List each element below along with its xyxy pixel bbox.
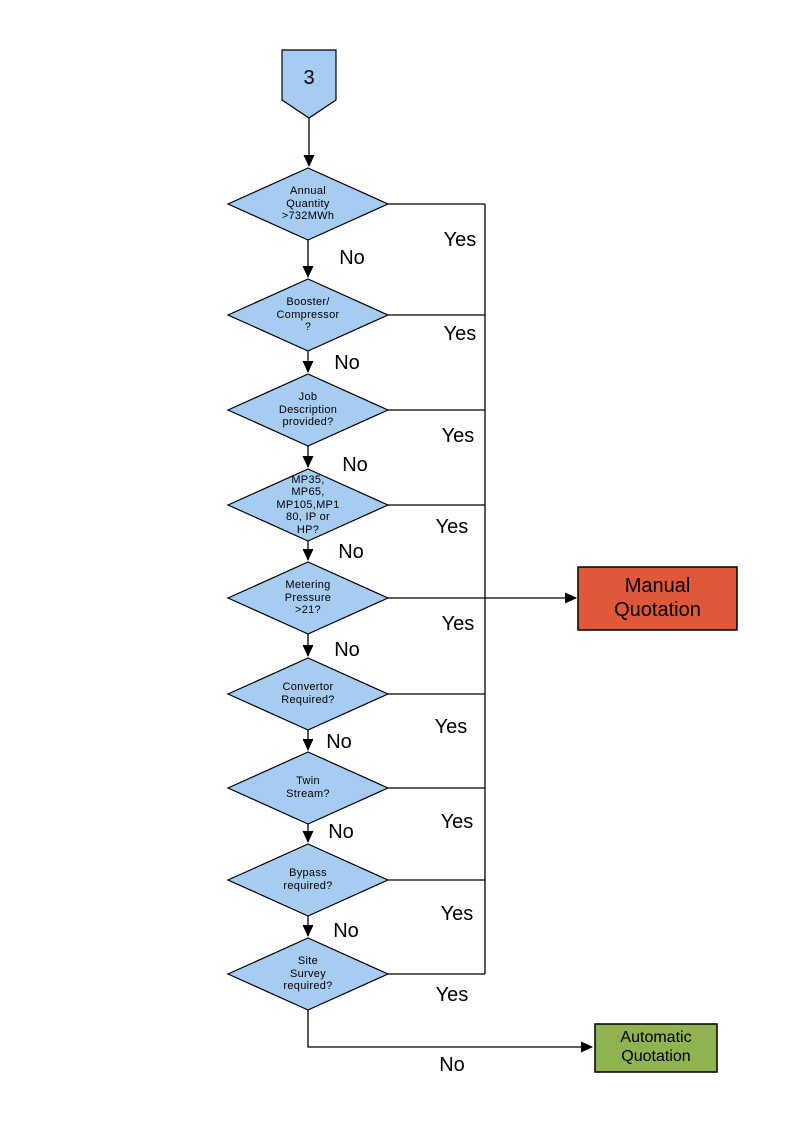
no-label-jobdesc: No (342, 454, 368, 476)
yes-label-jobdesc: Yes (441, 425, 475, 447)
yes-label-convertor: Yes (434, 716, 468, 738)
start-offpage-connector-label: 3 (303, 67, 315, 89)
start-offpage-connector-shape (281, 49, 337, 119)
no-label-mp: No (338, 541, 364, 563)
no-label-convertor: No (326, 731, 352, 753)
no-label-annual-quantity: No (339, 247, 365, 269)
diamond-annual-quantity-label: Annual Quantity >732MWh (281, 185, 335, 223)
yes-label-metering: Yes (441, 613, 475, 635)
diamond-convertor-required-label: Convertor Required? (281, 681, 335, 706)
diamond-twin-stream (226, 751, 390, 825)
yes-label-booster: Yes (443, 323, 477, 345)
diamond-mp-pressure-tier-label: MP35, MP65, MP105,MP1 80, IP or HP? (276, 473, 340, 536)
diamond-job-description (226, 373, 390, 447)
diamond-job-description-label: Job Description provided? (278, 391, 338, 429)
no-label-sitesurvey: No (439, 1054, 465, 1076)
manual-quotation-box (577, 566, 738, 631)
no-label-bypass: No (333, 920, 359, 942)
yes-label-bypass: Yes (440, 903, 474, 925)
diamond-bypass-required (226, 843, 390, 917)
diamond-mp-pressure-tier (226, 468, 390, 542)
diamond-booster-compressor (226, 278, 390, 352)
no-label-booster: No (334, 352, 360, 374)
diamond-annual-quantity (226, 167, 390, 241)
diamond-bypass-required-label: Bypass required? (283, 867, 333, 892)
automatic-quotation-label: Automatic Quotation (620, 1029, 692, 1065)
no-label-twinstream: No (328, 821, 354, 843)
diamond-metering-pressure-label: Metering Pressure >21? (284, 579, 332, 617)
no-label-metering: No (334, 639, 360, 661)
yes-label-twinstream: Yes (440, 811, 474, 833)
diamond-booster-compressor-label: Booster/ Compressor ? (276, 296, 340, 334)
yes-label-annual-quantity: Yes (443, 229, 477, 251)
diamond-site-survey (226, 937, 390, 1011)
diamond-twin-stream-label: Twin Stream? (286, 775, 330, 800)
diamond-site-survey-label: Site Survey required? (283, 955, 333, 993)
arrow-no-to-automatic-quotation (307, 1010, 593, 1053)
yes-label-sitesurvey: Yes (435, 984, 469, 1006)
diamond-metering-pressure (226, 561, 390, 635)
automatic-quotation-box (594, 1023, 718, 1073)
diamond-convertor-required (226, 657, 390, 731)
yes-label-mp: Yes (435, 516, 469, 538)
manual-quotation-label: Manual Quotation (614, 574, 701, 621)
